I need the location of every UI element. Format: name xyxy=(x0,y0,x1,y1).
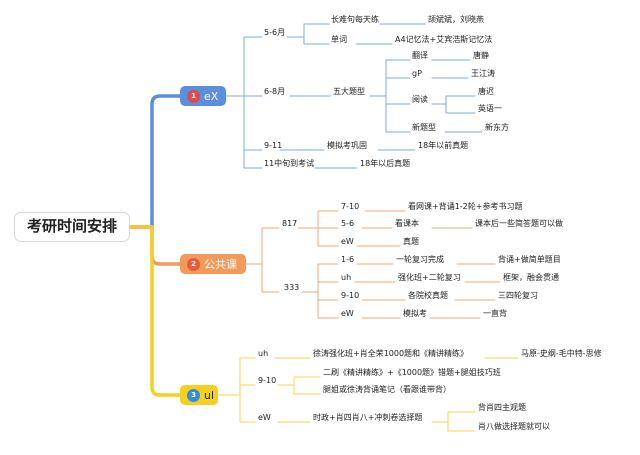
time-node[interactable]: 9-10 xyxy=(341,291,360,300)
note-node[interactable]: 肖八做选择题就可以 xyxy=(478,422,550,431)
note-node[interactable]: 课本后一些简答题可以做 xyxy=(475,219,563,228)
time-node[interactable]: 6-8月 xyxy=(264,87,286,96)
note-node[interactable]: 唐静 xyxy=(473,51,489,60)
task-node[interactable]: 看网课+背诵1-2轮+参考书习题 xyxy=(408,202,523,211)
note-node[interactable]: 唐迟 xyxy=(478,87,494,96)
task-node[interactable]: 一轮复习完成 xyxy=(396,255,444,264)
time-node[interactable]: 5-6 xyxy=(341,219,355,228)
root-topic[interactable]: 考研时间安排 xyxy=(14,212,130,242)
number-badge-icon: 3 xyxy=(187,388,200,402)
branch-label: eX xyxy=(204,89,219,103)
task-node[interactable]: 二刷《精讲精练》+《1000题》错题+腿姐技巧班 xyxy=(323,368,501,377)
task-node[interactable]: 真题 xyxy=(403,237,419,246)
task-node[interactable]: 模拟考 xyxy=(403,309,427,318)
topic-node[interactable]: 长难句每天练 xyxy=(331,15,379,24)
time-node[interactable]: 9-11 xyxy=(264,141,283,150)
topic-node[interactable]: 单词 xyxy=(331,35,347,44)
branch-public-course[interactable]: 2 公共课 xyxy=(180,254,246,274)
time-node[interactable]: 5-6月 xyxy=(264,28,286,37)
note-node[interactable]: 三四轮复习 xyxy=(498,291,538,300)
note-node[interactable]: 王江涛 xyxy=(471,69,495,78)
task-node[interactable]: 腿姐或徐涛背诵笔记（看跟谁带背） xyxy=(323,385,451,394)
topic-node[interactable]: 五大题型 xyxy=(333,87,365,96)
number-badge-icon: 2 xyxy=(187,257,200,271)
topic-node[interactable]: 模拟考巩固 xyxy=(327,141,367,150)
task-node[interactable]: 看课本 xyxy=(395,219,419,228)
time-node[interactable]: 9-10 xyxy=(258,376,277,385)
subtopic-node[interactable]: 新题型 xyxy=(412,123,436,132)
task-node[interactable]: 徐涛强化班+肖全荣1000题和《精讲精练》 xyxy=(313,349,469,358)
time-node[interactable]: uh xyxy=(341,273,352,282)
note-node[interactable]: 18年以后真题 xyxy=(360,159,411,168)
branch-english[interactable]: 1 eX xyxy=(180,86,226,106)
number-badge-icon: 1 xyxy=(187,89,200,103)
subtopic-node[interactable]: gP xyxy=(412,69,422,78)
branch-politics[interactable]: 3 ul xyxy=(180,385,218,405)
time-node[interactable]: 7-10 xyxy=(341,202,360,211)
time-node[interactable]: 11中旬到考试 xyxy=(264,159,315,168)
branch-label: ul xyxy=(204,388,215,402)
subtopic-node[interactable]: 阅读 xyxy=(412,95,428,104)
task-node[interactable]: 各院校真题 xyxy=(408,291,448,300)
note-node[interactable]: 一直背 xyxy=(483,309,507,318)
task-node[interactable]: 时政+肖四肖八+冲刺卷选择题 xyxy=(313,413,423,422)
course-code-node[interactable]: 817 xyxy=(282,219,298,228)
note-node[interactable]: 框架，融会贯通 xyxy=(503,273,559,282)
note-node[interactable]: 背肖四主观题 xyxy=(478,403,526,412)
note-node[interactable]: 新东方 xyxy=(485,123,509,132)
time-node[interactable]: eW xyxy=(341,237,354,246)
time-node[interactable]: uh xyxy=(258,349,269,358)
note-node[interactable]: 英语一 xyxy=(478,104,502,113)
note-node[interactable]: 颉斌斌，刘晓燕 xyxy=(428,15,484,24)
task-node[interactable]: 强化班+二轮复习 xyxy=(398,273,461,282)
time-node[interactable]: 1-6 xyxy=(341,255,355,264)
time-node[interactable]: eW xyxy=(258,413,271,422)
note-node[interactable]: A4记忆法+艾宾浩斯记忆法 xyxy=(395,35,493,44)
branch-label: 公共课 xyxy=(204,258,237,271)
note-node[interactable]: 马原-史纲-毛中特-思修 xyxy=(521,349,602,358)
time-node[interactable]: eW xyxy=(341,309,354,318)
note-node[interactable]: 18年以前真题 xyxy=(418,141,469,150)
note-node[interactable]: 背诵+做简单题目 xyxy=(498,255,561,264)
subtopic-node[interactable]: 翻译 xyxy=(412,51,428,60)
course-code-node[interactable]: 333 xyxy=(284,283,300,292)
